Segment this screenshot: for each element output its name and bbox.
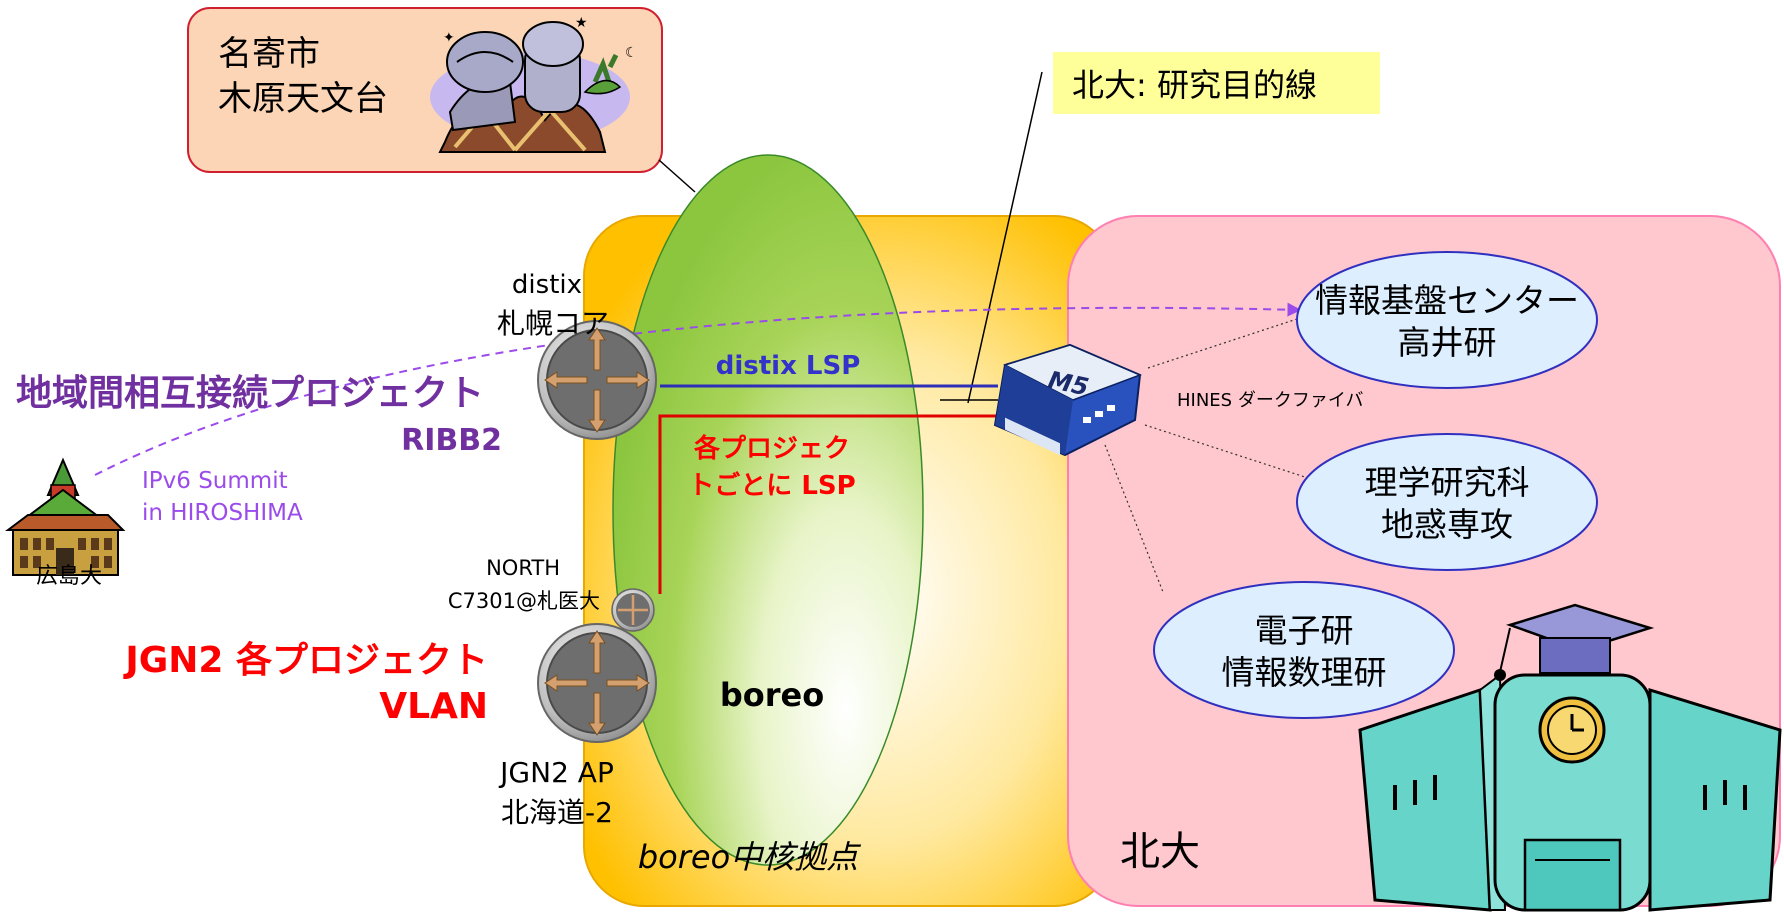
university-building-icon: [1358, 603, 1782, 912]
boreo-network-ellipse: [612, 154, 924, 866]
lab-electronics-ellipse: [1153, 581, 1455, 719]
lab-electronics-line1: 電子研: [1255, 611, 1354, 650]
hiroshima-label: 広島大: [36, 564, 102, 589]
distix-router-label-line1: distix: [512, 270, 582, 300]
hines-dark-fiber-label: HINES ダークファイバ: [1177, 390, 1363, 411]
research-line: [967, 71, 1043, 404]
lab-info-line2: 高井研: [1398, 323, 1497, 362]
jgn2-vlan-label: VLAN: [379, 686, 488, 727]
project-lsp-label-line1: 各プロジェク: [693, 433, 850, 464]
ipv6-summit-line1: IPv6 Summit: [142, 468, 288, 494]
distix-router-label-line2: 札幌コア: [497, 307, 609, 340]
lab-info-ellipse: [1296, 251, 1598, 389]
hiroshima-building-icon: [5, 457, 126, 576]
lab-info-line1: 情報基盤センター: [1315, 281, 1579, 320]
jgn2-ap-label-line1: JGN2 AP: [498, 756, 614, 789]
lab-science-line1: 理学研究科: [1365, 463, 1530, 502]
svg-text:☾: ☾: [625, 45, 638, 61]
observatory-name-line2: 木原天文台: [218, 79, 388, 119]
jgn2-ap-label-line2: 北海道-2: [501, 796, 613, 829]
svg-text:✦: ✦: [443, 30, 455, 46]
observatory-link-line: [658, 159, 696, 193]
lab-electronics-line2: 情報数理研: [1222, 653, 1387, 692]
boreo-core-label: boreo中核拠点: [638, 838, 861, 876]
jgn2-router-icon: [537, 623, 657, 743]
hokudai-label: 北大: [1120, 829, 1200, 875]
region-project-title: 地域間相互接続プロジェクト: [16, 373, 484, 414]
research-line-label: 北大: 研究目的線: [1072, 66, 1317, 104]
distix-lsp-line: [660, 384, 998, 401]
boreo-label: boreo: [720, 676, 824, 714]
jgn2-project-title: JGN2 各プロジェクト: [122, 640, 488, 681]
north-router-label-line2: C7301@札医大: [448, 589, 600, 613]
lab-science-ellipse: [1296, 433, 1598, 571]
project-lsp-line: [658, 414, 998, 594]
observatory-name-line1: 名寄市: [218, 34, 320, 74]
clock-tower-icon: [1538, 696, 1606, 764]
project-lsp-label-line2: トごとに LSP: [688, 470, 855, 501]
distix-router-icon: [537, 320, 657, 440]
hines-dark-fiber-links: [1104, 317, 1309, 593]
ipv6-summit-line2: in HIROSHIMA: [142, 500, 303, 526]
svg-text:★: ★: [575, 15, 588, 31]
north-router-label-line1: NORTH: [486, 556, 560, 580]
research-line-label-box: [1053, 52, 1380, 114]
distix-lsp-label: distix LSP: [716, 351, 861, 381]
lab-science-line2: 地惑専攻: [1381, 505, 1513, 544]
m5-router-icon: [993, 343, 1143, 457]
ribb2-label: RIBB2: [401, 423, 502, 458]
ribb2-link-arrow: [94, 302, 1302, 476]
observatory-icon: ★ ✦ ☾: [430, 15, 638, 153]
north-router-icon: [611, 588, 655, 632]
